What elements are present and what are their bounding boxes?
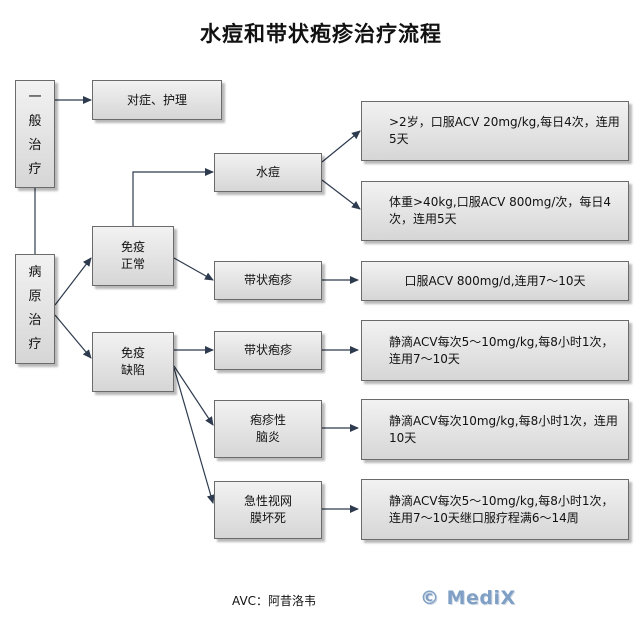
arrow-to-immune-deficient	[54, 314, 92, 359]
acute-retinal-necrosis-box: 急性视网 膜坏死	[214, 481, 322, 539]
rx-adult-box: 体重>40kg,口服ACV 800mg/次，每日4次，连用5天	[361, 181, 629, 241]
herpes-zoster-deficient-box: 带状疱疹	[214, 331, 322, 370]
general-treatment-box: 一 般 治 疗	[15, 80, 55, 188]
medix-logo: © MediX	[420, 587, 516, 609]
arrow-varicella-adult	[321, 179, 361, 210]
immune-normal-box: 免疫 正常	[92, 226, 174, 286]
arrow-to-immune-normal	[54, 257, 92, 306]
rx-zoster-normal-box: 口服ACV 800mg/d,连用7～10天	[361, 261, 629, 301]
rx-zoster-deficient-box: 静滴ACV每次5～10mg/kg,每8小时1次，连用7～10天	[361, 320, 629, 381]
immune-deficient-box: 免疫 缺陷	[92, 332, 174, 392]
varicella-box: 水痘	[214, 153, 322, 192]
rx-child-box: >2岁，口服ACV 20mg/kg,每日4次，连用5天	[361, 101, 629, 161]
arrow-to-arn	[173, 367, 215, 504]
zoster-encephalitis-box: 疱疹性 脑炎	[214, 400, 322, 458]
symptomatic-care-box: 对症、护理	[92, 80, 222, 120]
rx-arn-box: 静滴ACV每次5～10mg/kg,每8小时1次，连用7～10天继口服疗程满6～1…	[361, 479, 629, 540]
etiological-treatment-box: 病 原 治 疗	[15, 254, 55, 364]
abbreviation-note: AVC：阿昔洛韦	[232, 594, 317, 608]
arrow-varicella-child	[321, 130, 361, 163]
rx-encephalitis-box: 静滴ACV每次10mg/kg,每8小时1次，连用10天	[361, 399, 629, 460]
page-title: 水痘和带状疱疹治疗流程	[200, 21, 442, 46]
herpes-zoster-normal-box: 带状疱疹	[214, 261, 322, 300]
arrow-to-encephalitis	[173, 365, 214, 426]
arrow-to-zoster-normal	[173, 257, 214, 281]
arrow-to-varicella	[132, 168, 214, 226]
